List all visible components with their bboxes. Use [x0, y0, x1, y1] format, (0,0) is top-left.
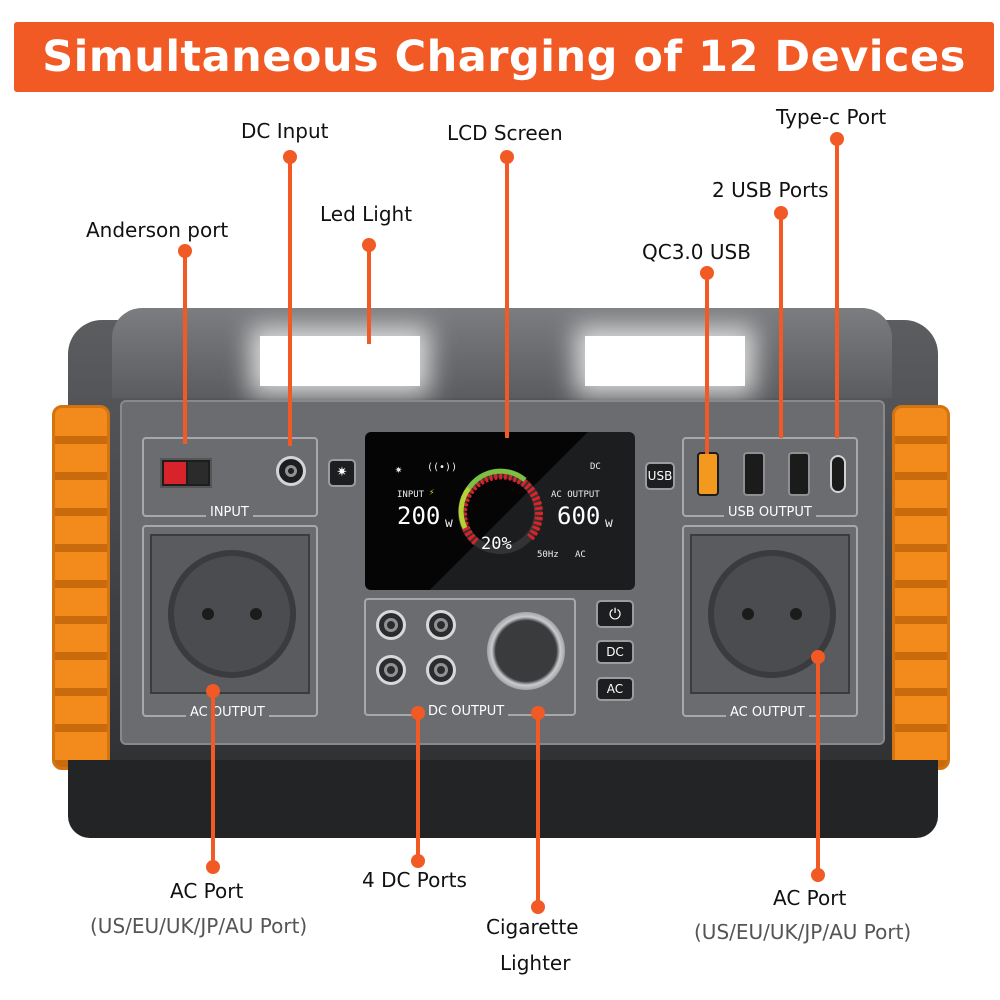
lcd-output-unit: w [605, 516, 613, 531]
device-base [68, 760, 938, 838]
type-c-port[interactable] [830, 455, 846, 493]
lcd-gauge [458, 468, 544, 554]
cigarette-lighter-port[interactable] [487, 612, 565, 690]
qc30-usb-port[interactable] [697, 452, 719, 496]
callout-cigarette: Cigarette [486, 915, 579, 939]
callout-anderson-port: Anderson port [86, 218, 229, 242]
usb-button[interactable]: USB [645, 462, 675, 490]
ac-socket-right[interactable] [690, 534, 850, 694]
lcd-battery-percent: 20% [481, 534, 512, 554]
callout-lighter: Lighter [500, 951, 571, 975]
ac-button[interactable]: AC [596, 677, 634, 701]
banner-title: Simultaneous Charging of 12 Devices [14, 22, 994, 92]
lcd-output-value: 600 [557, 502, 601, 530]
ac-output-label-left: AC OUTPUT [186, 705, 269, 720]
lcd-input-label: INPUT [397, 490, 425, 500]
usb-port-2[interactable] [788, 452, 810, 496]
leader-led-light [367, 244, 371, 344]
callout-ac-port-right: AC Port [773, 886, 847, 910]
leader-ac-left [211, 688, 215, 864]
callout-ac-port-left: AC Port [170, 879, 244, 903]
ac-output-box-left: AC OUTPUT [142, 525, 318, 720]
callout-type-c-port: Type-c Port [776, 105, 887, 129]
usb-port-1[interactable] [743, 452, 765, 496]
anderson-port[interactable] [160, 458, 212, 488]
lcd-screen: ✷ ((•)) DC INPUT ⚡ 200 w AC OUTPUT 600 w… [365, 432, 635, 590]
callout-ac-port-left-sub: (US/EU/UK/JP/AU Port) [90, 914, 308, 938]
power-button[interactable]: ⏻ [596, 600, 634, 628]
ac-output-box-right: AC OUTPUT [682, 525, 858, 720]
usb-output-label: USB OUTPUT [724, 505, 816, 520]
callout-led-light: Led Light [320, 202, 413, 226]
callout-dc-input: DC Input [241, 119, 329, 143]
lcd-output-label: AC OUTPUT [551, 490, 600, 500]
lcd-wireless-icon: ((•)) [427, 462, 458, 473]
side-grip-left [52, 405, 110, 770]
callout-dc-ports: 4 DC Ports [362, 868, 467, 892]
dc-output-box: DC OUTPUT [364, 598, 576, 719]
usb-output-box: USB OUTPUT [682, 437, 858, 520]
side-grip-right [892, 405, 950, 770]
callout-qc30-usb: QC3.0 USB [642, 240, 751, 264]
light-icon: ✷ [336, 465, 348, 480]
leader-usb-ports [779, 212, 783, 438]
callout-lcd-screen: LCD Screen [447, 121, 563, 145]
input-label: INPUT [206, 505, 253, 520]
leader-type-c [835, 138, 839, 438]
device-top [112, 308, 892, 398]
callout-ac-port-right-sub: (US/EU/UK/JP/AU Port) [694, 920, 912, 944]
leader-cigarette [536, 712, 540, 904]
light-button[interactable]: ✷ [328, 459, 356, 487]
dc-input-port[interactable] [276, 456, 306, 486]
lcd-ac-indicator: AC [575, 550, 586, 560]
lcd-bolt-icon: ⚡ [429, 488, 435, 498]
leader-dc-ports [416, 712, 420, 858]
leader-lcd-screen [505, 156, 509, 438]
dc-port-1[interactable] [376, 610, 406, 640]
lcd-dc-indicator: DC [590, 462, 601, 472]
dc-button[interactable]: DC [596, 640, 634, 664]
dc-port-4[interactable] [426, 655, 456, 685]
dc-port-2[interactable] [426, 610, 456, 640]
dc-output-label: DC OUTPUT [424, 704, 509, 719]
power-icon: ⏻ [609, 605, 621, 623]
leader-anderson [183, 250, 187, 444]
input-box: INPUT [142, 437, 318, 520]
ac-socket-left[interactable] [150, 534, 310, 694]
callout-usb-ports: 2 USB Ports [712, 178, 829, 202]
led-light-right [585, 336, 745, 386]
leader-qc30 [705, 272, 709, 454]
lcd-input-unit: w [445, 516, 453, 531]
lcd-frequency: 50Hz [537, 550, 559, 560]
leader-dc-input [288, 156, 292, 446]
dc-port-3[interactable] [376, 655, 406, 685]
lcd-light-icon: ✷ [395, 462, 403, 476]
ac-output-label-right: AC OUTPUT [726, 705, 809, 720]
leader-ac-right [816, 656, 820, 872]
lcd-input-value: 200 [397, 502, 441, 530]
led-light-left [260, 336, 420, 386]
